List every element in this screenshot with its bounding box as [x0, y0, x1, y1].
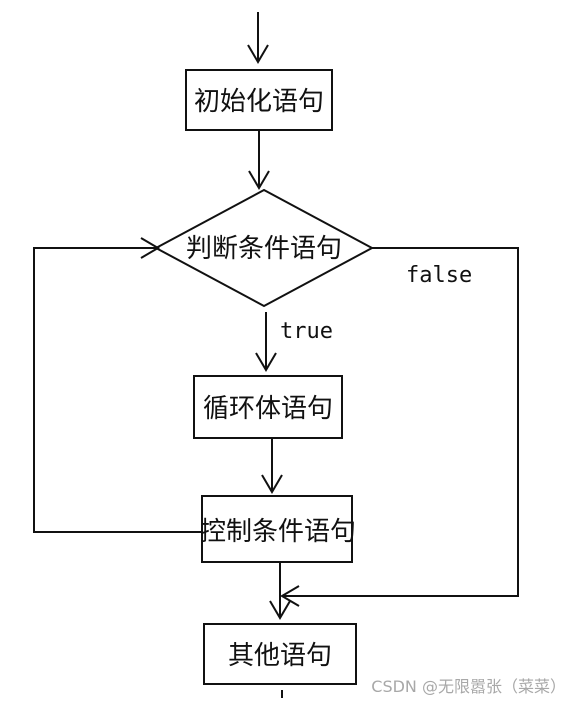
- body-node: 循环体语句: [193, 375, 343, 439]
- init-to-condition-arrow: [248, 130, 270, 190]
- loop-back-arrow: [33, 237, 202, 533]
- other-node-label: 其他语句: [228, 641, 332, 671]
- control-node: 控制条件语句: [200, 495, 356, 563]
- init-node: 初始化语句: [185, 69, 333, 131]
- condition-node: 判断条件语句: [153, 188, 375, 308]
- false-path-arrow: [280, 247, 519, 607]
- control-to-other-arrow: [269, 562, 291, 620]
- false-label: false: [406, 263, 472, 288]
- watermark: CSDN @无限嚣张（菜菜）: [371, 677, 566, 696]
- true-label: true: [280, 319, 333, 344]
- body-node-label: 循环体语句: [203, 394, 333, 424]
- other-node: 其他语句: [203, 623, 357, 685]
- entry-arrow: [247, 12, 269, 64]
- condition-node-label: 判断条件语句: [186, 234, 342, 264]
- init-node-label: 初始化语句: [194, 87, 324, 117]
- condition-to-body-arrow: [255, 312, 277, 372]
- control-node-label: 控制条件语句: [200, 517, 356, 547]
- body-to-control-arrow: [261, 438, 283, 494]
